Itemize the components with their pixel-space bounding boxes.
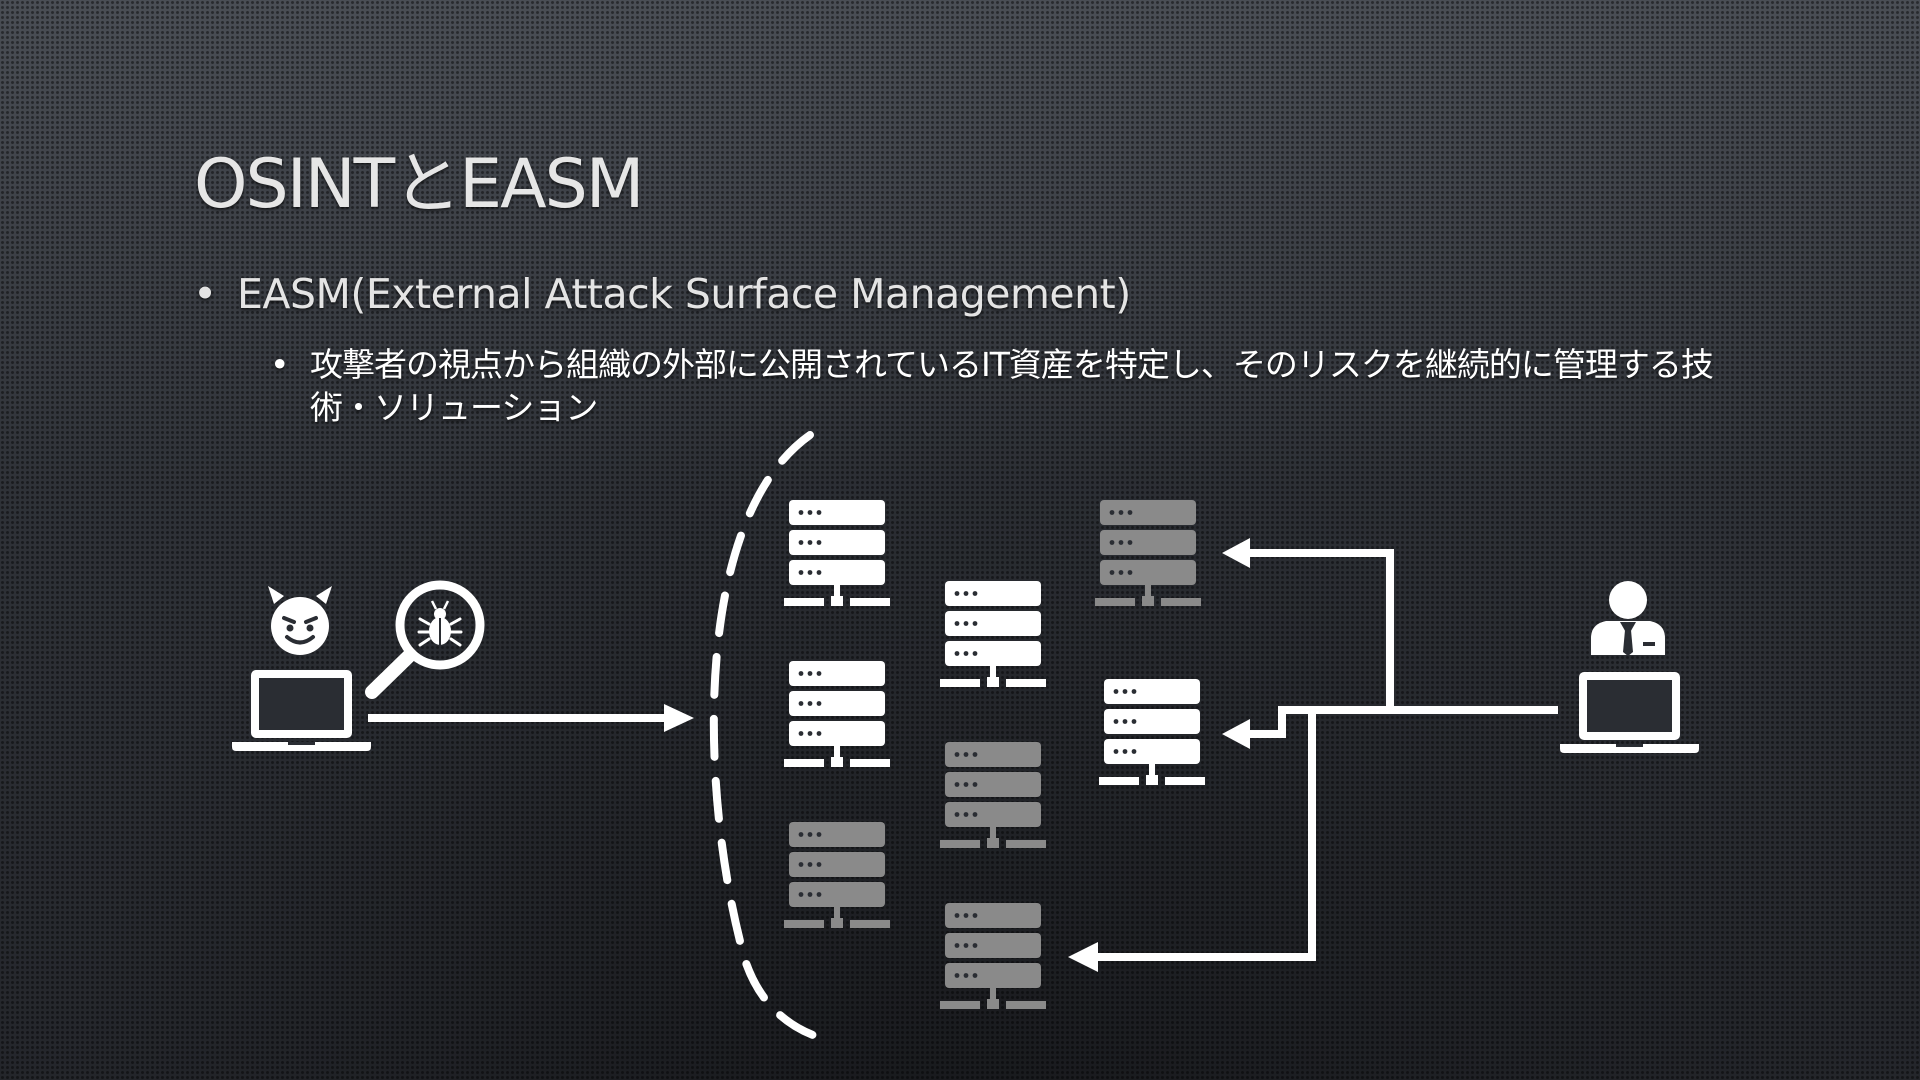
- server-icon: [784, 500, 890, 606]
- arrowhead-to-server: [1068, 942, 1098, 972]
- bullet-level2: • 攻撃者の視点から組織の外部に公開されているIT資産を特定し、そのリスクを継続…: [270, 343, 1730, 429]
- server-icon: [1095, 500, 1201, 606]
- magnifier-bug-icon: [365, 580, 485, 699]
- scan-arrow: [368, 704, 694, 732]
- bullet-marker: •: [270, 345, 289, 384]
- server-icon: [940, 581, 1046, 687]
- devil-face-icon: [268, 586, 332, 655]
- arrowhead-to-server: [1222, 719, 1250, 749]
- bullet-marker: •: [193, 270, 217, 318]
- server-icon: [940, 742, 1046, 848]
- bullet-level2-text: 攻撃者の視点から組織の外部に公開されているIT資産を特定し、そのリスクを継続的に…: [310, 345, 1714, 427]
- businessperson-icon: [1591, 581, 1665, 656]
- slide-title: OSINTとEASM: [194, 145, 644, 224]
- server-icon: [1099, 679, 1205, 785]
- server-icon: [784, 661, 890, 767]
- bullet-level1-text: EASM(External Attack Surface Management): [237, 270, 1131, 318]
- attacker-laptop-icon: [232, 670, 371, 751]
- bullet-level1: • EASM(External Attack Surface Managemen…: [193, 270, 1131, 318]
- management-connectors: [1090, 549, 1558, 961]
- attack-surface-boundary: [709, 431, 832, 1044]
- server-icon: [940, 903, 1046, 1009]
- organization-laptop-icon: [1560, 672, 1699, 753]
- arrowhead-to-server: [1222, 538, 1250, 568]
- server-icon: [784, 822, 890, 928]
